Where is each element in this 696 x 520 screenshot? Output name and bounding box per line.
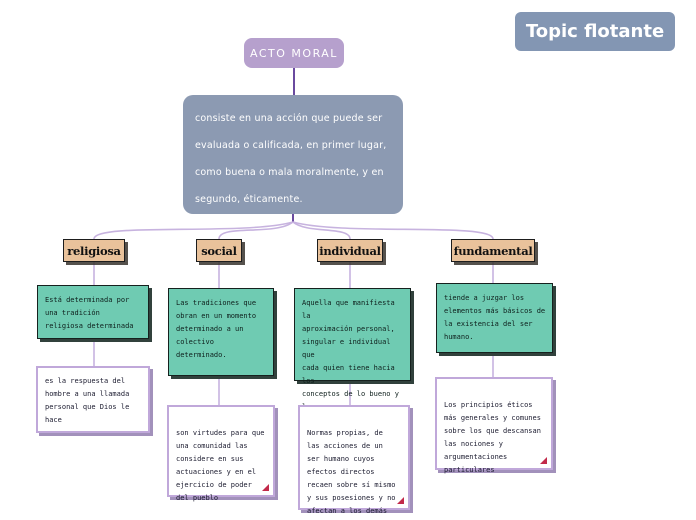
detail-node-social[interactable]: son virtudes para que una comunidad las … — [167, 405, 275, 502]
more-content-indicator-icon[interactable] — [540, 457, 547, 464]
detail-text: Los principios éticos más generales y co… — [444, 401, 541, 474]
category-node-religiosa[interactable]: religiosa — [63, 239, 125, 262]
detail-text: Normas propias, de las acciones de un se… — [307, 429, 396, 515]
summary-node-individual[interactable]: Aquella que manifiesta la aproximación p… — [294, 288, 411, 424]
category-node-social[interactable]: social — [196, 239, 242, 262]
summary-node-fundamental[interactable]: tiende a juzgar los elementos más básico… — [436, 283, 553, 353]
summary-node-religiosa[interactable]: Está determinada por una tradición relig… — [37, 285, 149, 339]
detail-node-religiosa[interactable]: es la respuesta del hombre a una llamada… — [36, 366, 150, 433]
more-content-indicator-icon[interactable] — [397, 497, 404, 504]
category-node-individual[interactable]: individual — [317, 239, 383, 262]
root-node-acto-moral[interactable]: ACTO MORAL — [244, 38, 344, 68]
detail-node-individual[interactable]: Normas propias, de las acciones de un se… — [298, 405, 410, 515]
summary-node-social[interactable]: Las tradiciones que obran en un momento … — [168, 288, 274, 376]
category-node-fundamental[interactable]: fundamental — [451, 239, 535, 262]
detail-node-fundamental[interactable]: Los principios éticos más generales y co… — [435, 377, 553, 474]
floating-topic-node[interactable]: Topic flotante — [515, 12, 675, 51]
detail-text: son virtudes para que una comunidad las … — [176, 429, 265, 502]
more-content-indicator-icon[interactable] — [262, 484, 269, 491]
definition-node[interactable]: consiste en una acción que puede ser eva… — [183, 95, 403, 214]
